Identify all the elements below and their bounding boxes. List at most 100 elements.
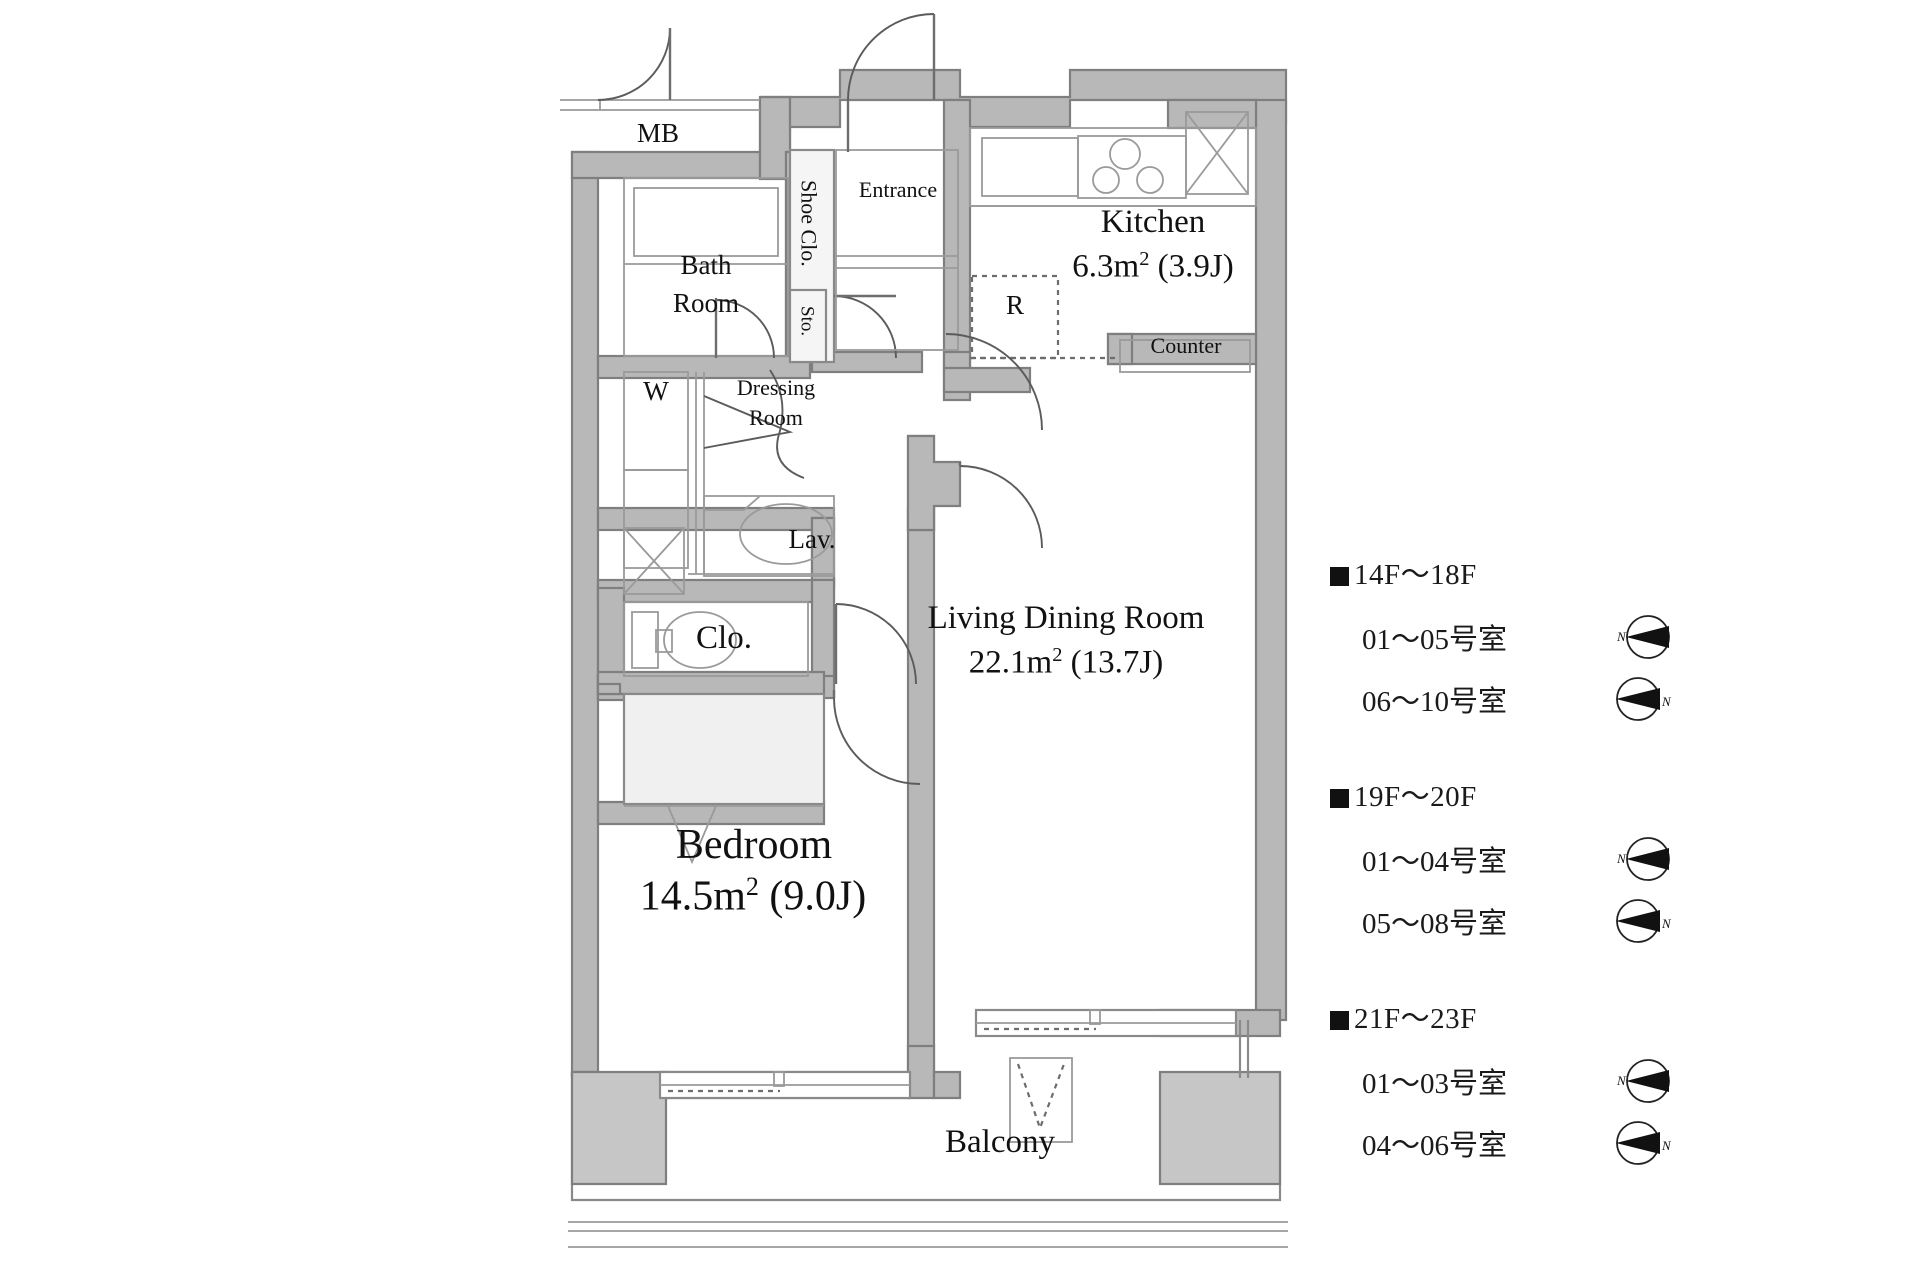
label-ldr-name: Living Dining Room [927,600,1205,636]
bedroom-area-jo: (9.0J) [758,873,867,920]
wall-bedroom-right [906,506,936,1078]
washer-box [623,371,689,569]
label-ldr-area: 22.1m2 (13.7J) [906,644,1226,681]
legend-units-1-2: 06〜10号室 [1362,685,1508,718]
label-bath-room-line1: Bath [680,250,732,280]
label-bedroom-area: 14.5m2 (9.0J) [588,872,918,920]
orientation-legend: 14F〜18F 01〜05号室 N 06〜10号室 N 19F〜 [1330,559,1890,1226]
bath-room-fixtures [623,177,789,357]
wall-entry-kitchen [942,98,972,370]
label-bath-room-line2: Room [672,288,739,318]
legend-row-3-2: 04〜06号室 N [1330,1112,1890,1174]
compass-north-right-icon: N [1616,676,1672,721]
label-kitchen-area: 6.3m2 (3.9J) [1000,248,1306,285]
pillar-bottom-right [1158,1070,1282,1186]
svg-text:N: N [1661,916,1672,931]
legend-floors-1: 14F〜18F [1330,559,1890,592]
legend-bullet-icon [1330,1010,1349,1030]
legend-units-1-1: 01〜05号室 [1362,623,1508,656]
bedroom-area-unit: m [713,873,746,920]
wall-hall-step [906,434,962,532]
legend-group-1: 14F〜18F 01〜05号室 N 06〜10号室 N [1330,559,1890,730]
ac-unit [1009,1057,1073,1143]
ground-lines [568,1221,1288,1248]
shaft-lav [623,527,685,595]
legend-group-3: 21F〜23F 01〜03号室 N 04〜06号室 N [1330,1002,1890,1174]
legend-units-3-1: 01〜03号室 [1362,1067,1508,1100]
toilet-bowl [663,611,737,669]
closet-door-symbol [667,805,717,865]
legend-row-2-2: 05〜08号室 N [1330,890,1890,952]
kitchen-area-superscript: 2 [1139,248,1150,270]
legend-floors-3-text: 21F〜23F [1354,1002,1477,1035]
legend-floors-1-text: 14F〜18F [1354,559,1477,591]
label-closet: Clo. [696,620,752,656]
wall-right-exterior [1254,98,1288,1022]
legend-row-1-1: 01〜05号室 N [1330,606,1890,668]
wall-left-exterior [570,150,600,1078]
label-lavatory: Lav. [788,524,836,554]
ldr-area-number: 22.1 [968,644,1027,681]
compass-north-right-icon: N [1616,898,1672,943]
window-bedroom [658,1070,912,1100]
door-arc-bedroom [833,697,921,785]
label-dressing-room-line1: Dressing [736,375,816,400]
label-balcony: Balcony [945,1124,1055,1160]
window-ldr [974,1008,1238,1038]
legend-bullet-icon [1330,567,1349,586]
bedroom-area-superscript: 2 [745,872,759,901]
compass-north-left-icon: N [1616,614,1670,659]
ldr-area-jo: (13.7J) [1062,644,1164,681]
counter-box [1119,339,1251,373]
label-mb: MB [636,118,680,148]
wall-ldr-bottom-left [932,1070,962,1100]
door-arc-entrance [847,13,935,101]
storage [788,288,828,364]
wall-closet-notch [596,682,622,696]
door-arc-dressing [769,369,805,479]
toilet-tank [631,611,659,669]
pillar-bottom-left [570,1070,668,1186]
wall-mid-bottom-pillar [906,1044,936,1100]
kitchen-area-number: 6.3 [1072,248,1114,285]
compass-north-left-icon: N [1616,836,1670,881]
label-shoe-closet: Shoe Clo. [796,179,822,267]
legend-units-2-1: 01〜04号室 [1362,845,1508,878]
label-entrance: Entrance [858,177,938,202]
svg-text:N: N [1616,629,1627,644]
door-arc-sto [833,295,897,359]
door-folding-dressing [703,395,794,449]
ldr-area-superscript: 2 [1052,644,1063,666]
kitchen-sink [981,137,1079,197]
legend-floors-2: 19F〜20F [1330,780,1890,814]
lavatory [623,601,809,677]
closet-area [622,692,826,865]
label-bedroom-name: Bedroom [675,822,833,868]
svg-text:N: N [1616,1073,1627,1088]
label-storage: Sto. [796,305,818,337]
label-dressing-room-line2: Room [749,405,803,430]
wash-basin [703,495,835,577]
svg-text:N: N [1661,694,1672,709]
wall-counter-left [942,366,1032,394]
door-arc-ldr [959,465,1043,549]
wall-kitchen-top-notch [1166,98,1258,130]
door-arc-bathroom [715,299,775,359]
legend-group-2: 19F〜20F 01〜04号室 N 05〜08号室 N [1330,780,1890,952]
ldr-area-unit: m [1026,644,1053,681]
compass-north-right-icon: N [1616,1120,1672,1165]
kitchen-area-unit: m [1113,248,1140,285]
door-arc-kitchen [945,333,1043,431]
compass-north-left-icon: N [1616,1058,1670,1103]
bedroom-area-number: 14.5 [639,873,714,920]
shaft-kitchen [1185,111,1249,195]
legend-floors-2-text: 19F〜20F [1354,780,1477,813]
door-arc-lav [835,603,917,685]
label-counter: Counter [1150,333,1222,358]
legend-units-3-2: 04〜06号室 [1362,1129,1508,1162]
kitchen-area-jo: (3.9J) [1149,248,1234,285]
door-arc-mb [597,27,671,101]
legend-units-2-2: 05〜08号室 [1362,907,1508,940]
